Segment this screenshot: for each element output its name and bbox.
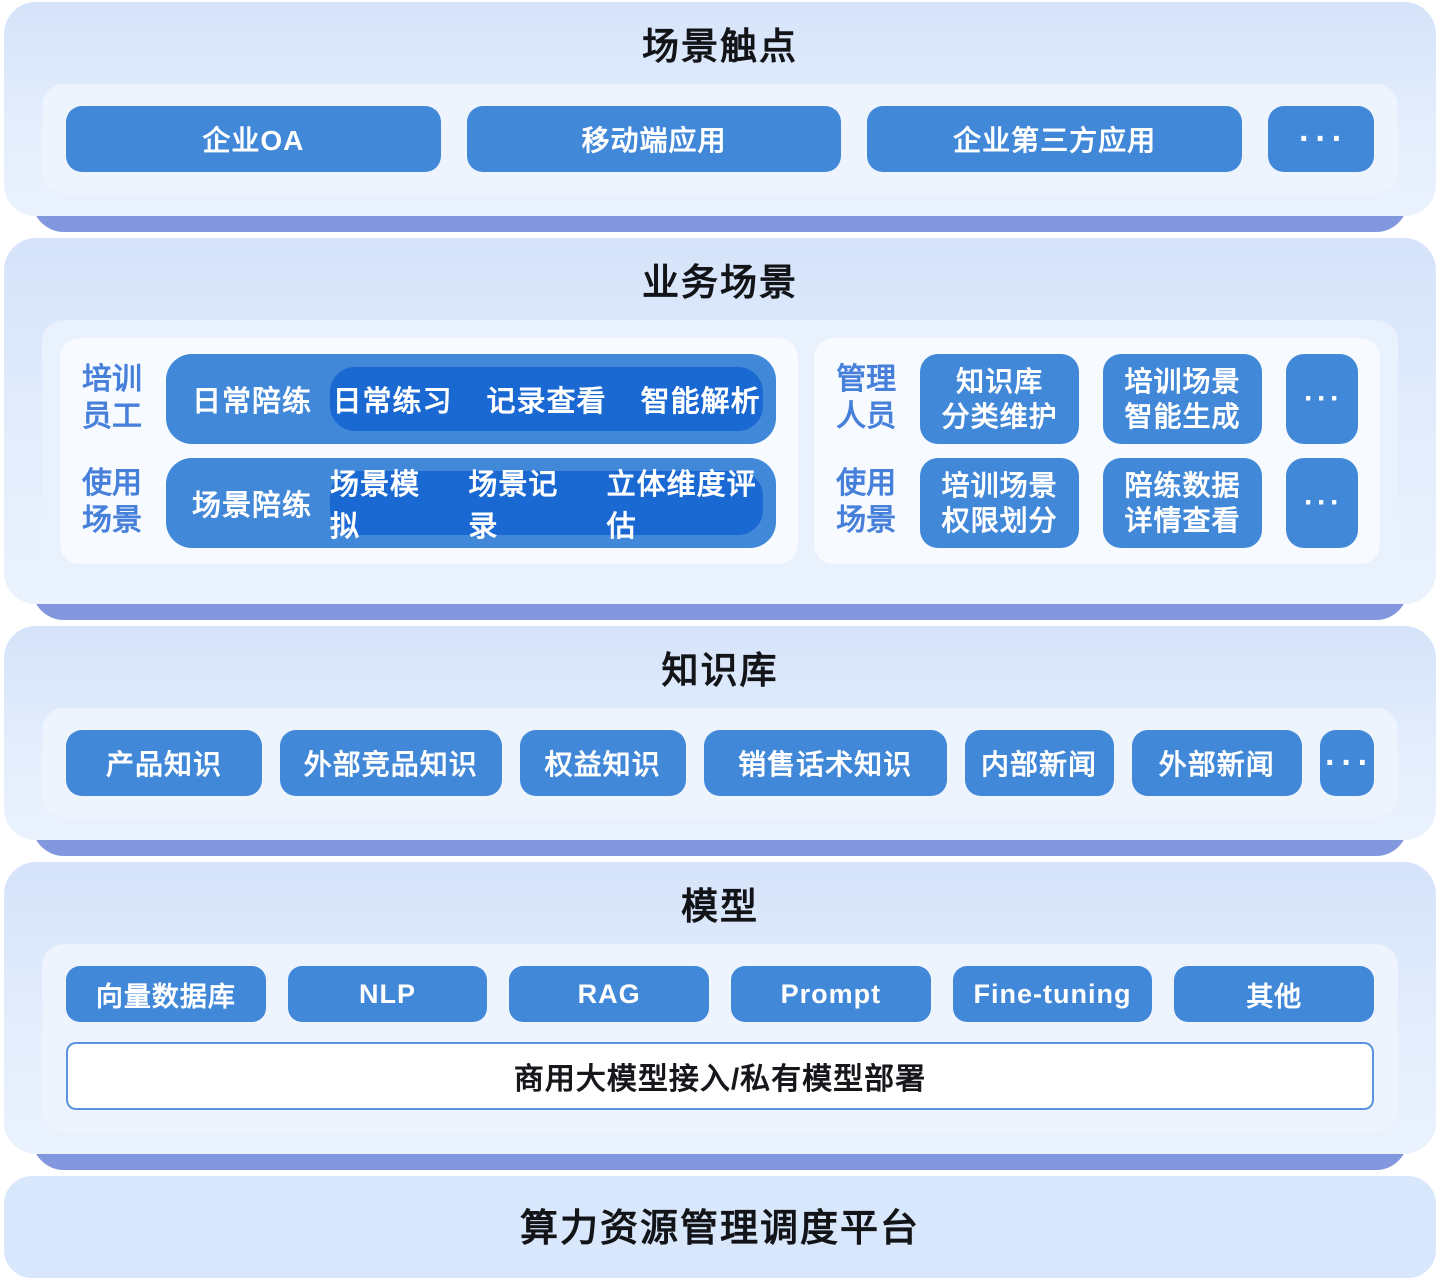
trainee-scenarios-card: 培训 员工 日常陪练 日常练习 记录查看 智能解析 [60, 338, 799, 564]
knowledge-chip-sales-script: 销售话术知识 [703, 730, 947, 796]
label-line: 场景 [82, 504, 142, 537]
knowledge-chip-product: 产品知识 [66, 730, 262, 796]
manager-row-1: 管理 人员 知识库 分类维护 培训场景 智能生成 ··· [836, 354, 1359, 444]
business-tray: 培训 员工 日常陪练 日常练习 记录查看 智能解析 [42, 320, 1398, 582]
touchpoint-chip-third-party-app: 企业第三方应用 [867, 106, 1243, 172]
model-chip-rag: RAG [509, 966, 710, 1022]
daily-coaching-sub-items: 日常练习 记录查看 智能解析 [330, 367, 764, 431]
model-title: 模型 [681, 886, 759, 927]
model-tray: 向量数据库 NLP RAG Prompt Fine-tuning 其他 商用大模… [42, 944, 1398, 1132]
pill-tag: 场景陪练 [192, 490, 313, 522]
model-chip-row: 向量数据库 NLP RAG Prompt Fine-tuning 其他 [66, 966, 1375, 1022]
model-chip-other: 其他 [1174, 966, 1375, 1022]
business-title: 业务场景 [642, 262, 798, 303]
button-line: 陪练数据 [1124, 470, 1241, 501]
scenario-coaching-sub-items: 场景模拟 场景记录 立体维度评估 [330, 469, 764, 543]
knowledge-chip-external-news: 外部新闻 [1131, 730, 1303, 796]
label-line: 使用 [82, 467, 142, 501]
touchpoints-band: 场景触点 企业OA 移动端应用 企业第三方应用 ··· [4, 2, 1436, 232]
more-ellipsis-chip: ··· [1286, 458, 1359, 548]
model-chip-vector-db: 向量数据库 [66, 966, 266, 1022]
trainee-row-daily: 培训 员工 日常陪练 日常练习 记录查看 智能解析 [82, 354, 777, 444]
model-chip-fine-tuning: Fine-tuning [952, 966, 1153, 1022]
label-line: 管理 [836, 363, 897, 397]
model-band: 模型 向量数据库 NLP RAG Prompt Fine-tuning 其他 商… [4, 862, 1436, 1170]
sub-item: 场景模拟 [330, 469, 421, 543]
trainee-row-scenario: 使用 场景 场景陪练 场景模拟 场景记录 立体维度评估 [82, 458, 777, 548]
manager-row-2: 使用 场景 培训场景 权限划分 陪练数据 详情查看 ··· [836, 458, 1359, 548]
touchpoint-chip-enterprise-oa: 企业OA [66, 106, 441, 172]
label-line: 使用 [836, 467, 897, 501]
sub-item: 日常练习 [332, 386, 453, 418]
label-line: 人员 [836, 400, 897, 433]
daily-coaching-pill: 日常陪练 日常练习 记录查看 智能解析 [166, 354, 777, 444]
touchpoints-tray: 企业OA 移动端应用 企业第三方应用 ··· [42, 84, 1398, 194]
manager-scenarios-card: 管理 人员 知识库 分类维护 培训场景 智能生成 ··· [814, 338, 1380, 564]
pill-tag: 日常陪练 [192, 386, 313, 418]
more-ellipsis-chip: ··· [1286, 354, 1359, 444]
sub-item: 记录查看 [486, 386, 607, 418]
label-line: 培训 [82, 363, 142, 397]
button-line: 分类维护 [941, 401, 1058, 432]
sub-item: 智能解析 [640, 386, 761, 418]
button-line: 知识库 [956, 366, 1044, 397]
button-line: 培训场景 [1124, 366, 1241, 397]
business-scenarios-band: 业务场景 培训 员工 日常陪练 日常练习 记录查看 智能 [4, 238, 1436, 620]
manager-label: 使用 场景 [836, 466, 896, 539]
scenario-smart-generate-button: 培训场景 智能生成 [1103, 354, 1263, 444]
button-line: 培训场景 [941, 470, 1058, 501]
knowledge-band-body: 知识库 产品知识 外部竞品知识 权益知识 销售话术知识 内部新闻 外部新闻 ··… [4, 626, 1436, 840]
llm-access-banner: 商用大模型接入/私有模型部署 [66, 1042, 1374, 1110]
trainee-label: 使用 场景 [82, 466, 142, 539]
button-line: 权限划分 [941, 505, 1058, 536]
coaching-data-detail-button: 陪练数据 详情查看 [1103, 458, 1263, 548]
button-line: 智能生成 [1124, 401, 1241, 432]
label-line: 员工 [82, 400, 142, 433]
scenario-coaching-pill: 场景陪练 场景模拟 场景记录 立体维度评估 [166, 458, 777, 548]
knowledge-title: 知识库 [661, 650, 779, 691]
knowledge-base-band: 知识库 产品知识 外部竞品知识 权益知识 销售话术知识 内部新闻 外部新闻 ··… [4, 626, 1436, 856]
model-chip-nlp: NLP [287, 966, 488, 1022]
kb-category-maintain-button: 知识库 分类维护 [920, 354, 1080, 444]
touchpoints-band-body: 场景触点 企业OA 移动端应用 企业第三方应用 ··· [4, 2, 1436, 216]
business-band-body: 业务场景 培训 员工 日常陪练 日常练习 记录查看 智能 [4, 238, 1436, 604]
more-ellipsis-chip: ··· [1320, 730, 1374, 796]
trainee-label: 培训 员工 [82, 362, 142, 435]
label-line: 场景 [836, 504, 897, 537]
model-chip-prompt: Prompt [731, 966, 931, 1022]
compute-platform-band: 算力资源管理调度平台 [4, 1176, 1436, 1278]
sub-item: 立体维度评估 [606, 469, 757, 543]
knowledge-chip-internal-news: 内部新闻 [964, 730, 1114, 796]
sub-item: 场景记录 [468, 469, 559, 543]
touchpoints-title: 场景触点 [642, 26, 798, 67]
model-band-body: 模型 向量数据库 NLP RAG Prompt Fine-tuning 其他 商… [4, 862, 1436, 1154]
knowledge-chip-competitor: 外部竞品知识 [279, 730, 502, 796]
touchpoint-chip-mobile-app: 移动端应用 [466, 106, 842, 172]
more-ellipsis-chip: ··· [1268, 106, 1375, 172]
button-line: 详情查看 [1124, 505, 1241, 536]
manager-label: 管理 人员 [836, 362, 896, 435]
knowledge-chip-benefits: 权益知识 [519, 730, 686, 796]
knowledge-tray: 产品知识 外部竞品知识 权益知识 销售话术知识 内部新闻 外部新闻 ··· [42, 708, 1398, 818]
scenario-permission-button: 培训场景 权限划分 [920, 458, 1080, 548]
